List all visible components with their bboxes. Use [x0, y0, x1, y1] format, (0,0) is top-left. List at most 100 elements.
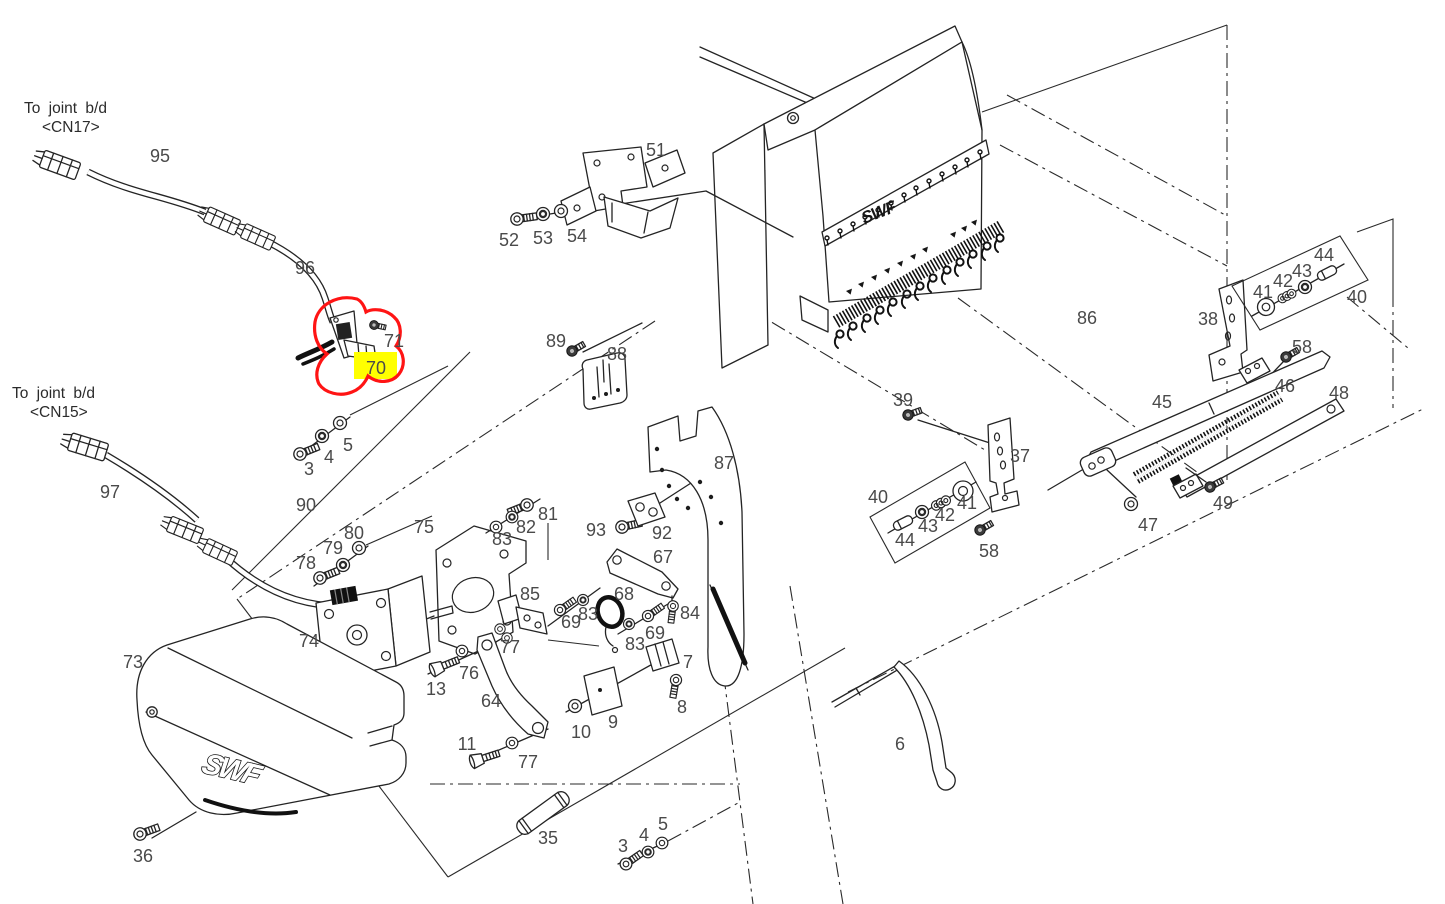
part-label-83: 83 [625, 634, 645, 654]
part-label-85: 85 [520, 584, 540, 604]
part-label-74: 74 [299, 631, 319, 651]
part-label-75: 75 [414, 517, 434, 537]
part-label-3: 3 [304, 459, 314, 479]
part-label-49: 49 [1213, 493, 1233, 513]
part-label-41: 41 [1253, 282, 1273, 302]
part-label-43: 43 [1292, 261, 1312, 281]
part-label-44: 44 [895, 530, 915, 550]
part-label-5: 5 [658, 814, 668, 834]
screw-69b [639, 600, 667, 625]
screw-13 [427, 652, 462, 679]
screw-52 [509, 209, 539, 227]
part-label-78: 78 [296, 553, 316, 573]
washer-77b [505, 736, 519, 750]
part-label-95: 95 [150, 146, 170, 166]
annotation-cn17-line2: <CN17> [42, 119, 100, 136]
part-label-38: 38 [1198, 309, 1218, 329]
washer-83c [622, 617, 636, 631]
machine-head-assembly: SWF [699, 25, 1006, 369]
group-90-fasteners [291, 415, 369, 587]
washer-43b [1297, 279, 1313, 295]
part-label-40: 40 [868, 487, 888, 507]
part-label-81: 81 [538, 504, 558, 524]
bracket-88-group [564, 322, 643, 410]
washer-5b [655, 836, 669, 850]
right-assembly [869, 235, 1369, 564]
part-label-58: 58 [979, 541, 999, 561]
part-label-92: 92 [652, 523, 672, 543]
part-label-86: 86 [1077, 308, 1097, 328]
link-64 [476, 632, 549, 739]
part-label-73: 73 [123, 652, 143, 672]
washer-76 [455, 644, 469, 658]
annotation-cn15-line1: To joint b/d [12, 385, 95, 402]
text-annotations: To joint b/d <CN17> To joint b/d <CN15> [12, 100, 107, 421]
screw-89 [564, 338, 588, 359]
bracket-51-group [509, 146, 794, 239]
part-label-96: 96 [295, 258, 315, 278]
part-label-9: 9 [608, 712, 618, 732]
part-label-8: 8 [677, 697, 687, 717]
part-label-83: 83 [578, 604, 598, 624]
screw-71 [368, 319, 388, 333]
part-label-76: 76 [459, 663, 479, 683]
part-label-6: 6 [895, 734, 905, 754]
part-label-77: 77 [518, 752, 538, 772]
part-label-40: 40 [1347, 287, 1367, 307]
annotation-cn15-line2: <CN15> [30, 404, 88, 421]
washer-47 [1123, 496, 1139, 512]
part-label-39: 39 [893, 390, 913, 410]
part-70-red-circle [312, 296, 405, 396]
part-label-42: 42 [1273, 271, 1293, 291]
part-label-83: 83 [492, 529, 512, 549]
washer-53 [535, 206, 551, 222]
screw-58 [972, 517, 996, 538]
washer-5 [332, 415, 348, 431]
part-label-69: 69 [645, 623, 665, 643]
screw-8 [666, 672, 684, 700]
part-label-67: 67 [653, 547, 673, 567]
part-label-93: 93 [586, 520, 606, 540]
washer-79 [335, 557, 351, 573]
cable-cn17-assembly [30, 146, 337, 324]
part-label-88: 88 [607, 344, 627, 364]
part-label-90: 90 [296, 495, 316, 515]
part-label-45: 45 [1152, 392, 1172, 412]
part-label-41: 41 [957, 493, 977, 513]
part-label-37: 37 [1010, 446, 1030, 466]
part-label-52: 52 [499, 230, 519, 250]
sensor-70-assembly [295, 310, 388, 366]
cover-73: SWF [131, 616, 407, 843]
part-70-highlight-box [354, 352, 397, 379]
screw-36 [131, 820, 162, 843]
part-label-84: 84 [680, 603, 700, 623]
part-label-71: 71 [384, 331, 404, 351]
annotation-cn17-line1: To joint b/d [24, 100, 107, 117]
part-label-82: 82 [516, 517, 536, 537]
part-label-47: 47 [1138, 515, 1158, 535]
part-label-43: 43 [918, 516, 938, 536]
part-label-70: 70 [366, 358, 386, 378]
part-label-48: 48 [1329, 383, 1349, 403]
part-label-44: 44 [1314, 245, 1334, 265]
washer-80 [351, 540, 367, 556]
part-label-77: 77 [500, 637, 520, 657]
part-label-54: 54 [567, 226, 587, 246]
part-label-3: 3 [618, 836, 628, 856]
part-label-11: 11 [458, 734, 477, 754]
washer-77a [494, 623, 506, 635]
part-label-69: 69 [561, 612, 581, 632]
part-label-5: 5 [343, 435, 353, 455]
part-label-89: 89 [546, 331, 566, 351]
part-label-97: 97 [100, 482, 120, 502]
part-label-53: 53 [533, 228, 553, 248]
washer-10 [567, 698, 583, 714]
part-label-4: 4 [324, 447, 334, 467]
part-label-7: 7 [683, 652, 693, 672]
washer-4 [314, 428, 330, 444]
part-label-80: 80 [344, 523, 364, 543]
part-label-13: 13 [426, 679, 446, 699]
